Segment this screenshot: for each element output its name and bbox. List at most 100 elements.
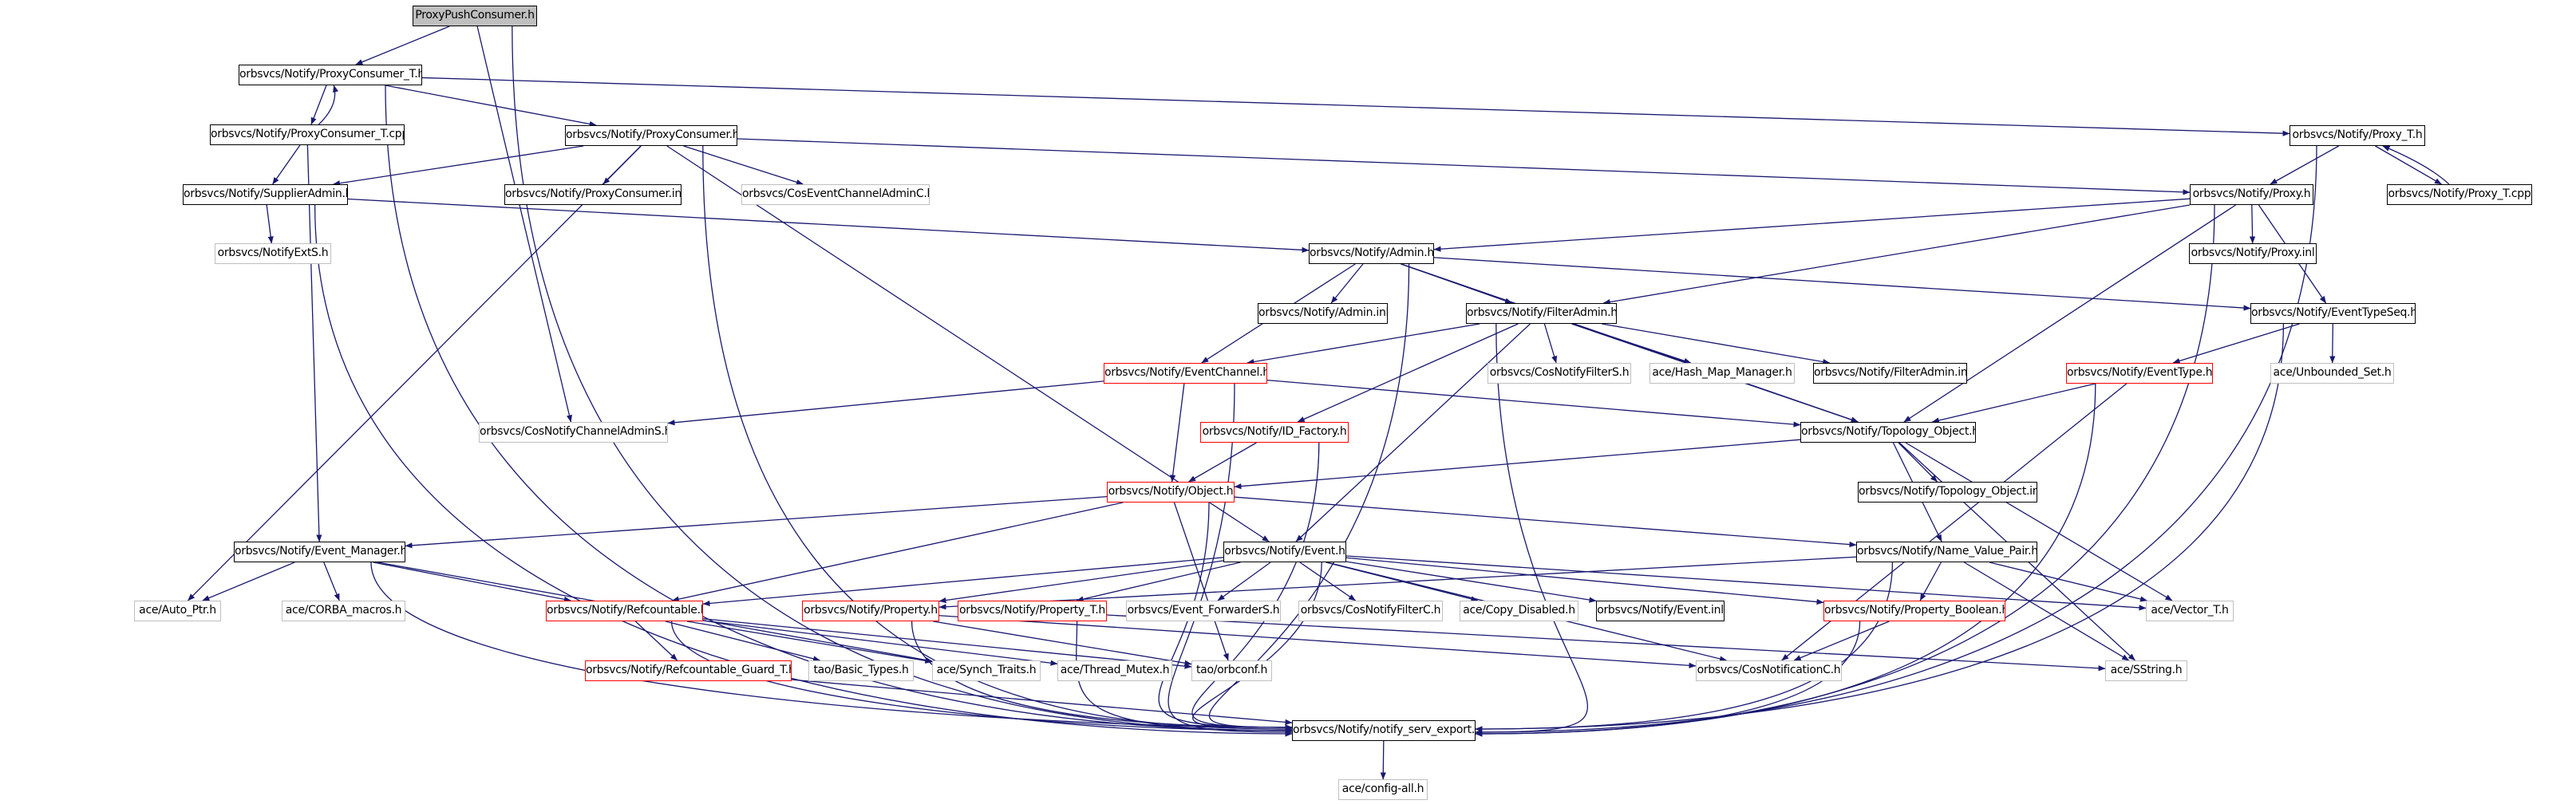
edge-fa-h-to-cnfs (1543, 323, 1558, 364)
edge-root-to-pct-h (355, 26, 450, 65)
graph-node-cnfc[interactable]: orbsvcs/CosNotifyFilterC.h (1298, 601, 1443, 621)
edge-fa-h-to-idf-h (1297, 323, 1519, 423)
edge-pct-h-to-pc-h (385, 85, 597, 127)
graph-node-proxy-h[interactable]: orbsvcs/Notify/Proxy.h (2190, 184, 2313, 205)
graph-node-label: ace/SString.h (2110, 664, 2183, 676)
edge-ec-h-to-cncas (667, 380, 1104, 426)
edge-obj-h-to-nvp-h (1234, 496, 1857, 548)
graph-node-label: orbsvcs/Notify/EventType.h (2067, 366, 2213, 379)
edge-fa-h-to-ev-h (1295, 323, 1531, 542)
graph-node-label: orbsvcs/Notify/Topology_Object.h (1801, 425, 1976, 438)
edge-sa-h-to-admin-h (347, 198, 1310, 253)
edge-ref-h-to-synch (687, 621, 933, 664)
graph-node-label: orbsvcs/Notify/Property_Boolean.h (1824, 604, 2005, 617)
graph-node-ev-h[interactable]: orbsvcs/Notify/Event.h (1223, 542, 1346, 562)
edge-proxy-h-to-topo-h (1903, 204, 2236, 423)
graph-node-uset[interactable]: ace/Unbounded_Set.h (2270, 363, 2394, 384)
graph-node-label: orbsvcs/Notify/Proxy_T.cpp (2388, 187, 2531, 200)
graph-node-obj-h[interactable]: orbsvcs/Notify/Object.h (1107, 482, 1235, 503)
edge-pt-h-to-proxy-h (2270, 145, 2340, 185)
graph-node-cnc[interactable]: orbsvcs/CosNotificationC.h (1696, 660, 1842, 681)
graph-node-propt-h[interactable]: orbsvcs/Notify/Property_T.h (958, 601, 1107, 621)
graph-node-label: orbsvcs/CosNotificationC.h (1697, 664, 1841, 676)
graph-node-corbam[interactable]: ace/CORBA_macros.h (282, 601, 405, 621)
graph-node-nvp-h[interactable]: orbsvcs/Notify/Name_Value_Pair.h (1856, 542, 2037, 562)
graph-node-nse-h[interactable]: orbsvcs/Notify/notify_serv_export.h (1292, 720, 1476, 741)
graph-node-extS[interactable]: orbsvcs/NotifyExtS.h (215, 243, 331, 264)
edge-pt-h-to-pt-cpp (2375, 145, 2442, 185)
graph-node-cfgall[interactable]: ace/config-all.h (1338, 779, 1428, 800)
graph-node-hmm[interactable]: ace/Hash_Map_Manager.h (1650, 363, 1795, 384)
edge-pt-cpp-to-pt-h (2382, 145, 2450, 185)
graph-node-et-h[interactable]: orbsvcs/Notify/EventType.h (2066, 363, 2213, 384)
edge-topo-h-to-vect (1905, 442, 2173, 601)
graph-node-autoptr[interactable]: ace/Auto_Ptr.h (134, 601, 221, 621)
edge-pct-h-to-nse-h (385, 85, 1293, 734)
graph-node-copyd[interactable]: ace/Copy_Disabled.h (1460, 601, 1578, 621)
graph-node-pct-cpp[interactable]: orbsvcs/Notify/ProxyConsumer_T.cpp (210, 124, 405, 145)
graph-node-label: orbsvcs/Notify/FilterAdmin.inl (1814, 366, 1967, 379)
graph-node-pc-inl[interactable]: orbsvcs/Notify/ProxyConsumer.inl (504, 184, 682, 205)
graph-node-label: orbsvcs/Notify/Refcountable_Guard_T.h (586, 664, 792, 676)
graph-node-pc-h[interactable]: orbsvcs/Notify/ProxyConsumer.h (565, 125, 737, 146)
graph-node-label: orbsvcs/Notify/ID_Factory.h (1202, 425, 1347, 438)
graph-node-label: ace/Thread_Mutex.h (1060, 664, 1170, 676)
graph-node-idf-h[interactable]: orbsvcs/Notify/ID_Factory.h (1200, 422, 1349, 443)
graph-node-topo-inl[interactable]: orbsvcs/Notify/Topology_Object.inl (1858, 482, 2037, 503)
edge-topo-h-to-topo-inl (1898, 442, 1938, 483)
edge-fa-h-to-hmm (1572, 323, 1692, 364)
graph-node-label: ace/config-all.h (1341, 782, 1424, 795)
edge-prop-h-to-orbconf (933, 621, 1192, 666)
edge-prop-h-to-nse-h (911, 621, 1293, 731)
graph-node-cncas[interactable]: orbsvcs/CosNotifyChannelAdminS.h (479, 422, 668, 443)
graph-node-evfs[interactable]: orbsvcs/Event_ForwarderS.h (1126, 601, 1281, 621)
graph-node-prop-h[interactable]: orbsvcs/Notify/Property.h (802, 601, 939, 621)
graph-node-fa-inl[interactable]: orbsvcs/Notify/FilterAdmin.inl (1813, 363, 1967, 384)
graph-node-thrm[interactable]: ace/Thread_Mutex.h (1057, 660, 1172, 681)
edge-pct-cpp-to-pct-h (318, 85, 339, 125)
graph-node-vect[interactable]: ace/Vector_T.h (2146, 601, 2234, 621)
graph-node-label: orbsvcs/Notify/ProxyConsumer_T.h (239, 68, 422, 81)
graph-node-sa-h[interactable]: orbsvcs/Notify/SupplierAdmin.h (183, 184, 348, 205)
graph-node-fa-h[interactable]: orbsvcs/Notify/FilterAdmin.h (1466, 303, 1617, 324)
graph-node-cnfs[interactable]: orbsvcs/CosNotifyFilterS.h (1488, 363, 1631, 384)
graph-node-cecac[interactable]: orbsvcs/CosEventChannelAdminC.h (741, 184, 930, 205)
graph-node-propb-h[interactable]: orbsvcs/Notify/Property_Boolean.h (1823, 601, 2005, 621)
graph-node-admin-inl[interactable]: orbsvcs/Notify/Admin.inl (1258, 303, 1388, 324)
graph-node-ets-h[interactable]: orbsvcs/Notify/EventTypeSeq.h (2250, 303, 2416, 324)
edge-sa-h-to-extS (266, 204, 274, 244)
edge-ec-h-to-topo-h (1266, 379, 1801, 428)
edge-et-h-to-cnc (1781, 383, 2128, 661)
graph-node-label: orbsvcs/CosEventChannelAdminC.h (742, 187, 930, 200)
graph-node-orbconf[interactable]: tao/orbconf.h (1191, 660, 1272, 681)
edge-obj-h-to-nse-h (1158, 502, 1293, 731)
graph-node-ref-h[interactable]: orbsvcs/Notify/Refcountable.h (546, 601, 703, 621)
edge-admin-h-to-ets-h (1433, 257, 2251, 311)
graph-node-topo-h[interactable]: orbsvcs/Notify/Topology_Object.h (1800, 422, 1976, 443)
graph-node-ec-h[interactable]: orbsvcs/Notify/EventChannel.h (1104, 363, 1267, 384)
graph-node-label: orbsvcs/Notify/Property.h (804, 604, 938, 617)
graph-node-ev-inl[interactable]: orbsvcs/Notify/Event.inl (1596, 601, 1725, 621)
graph-node-em-h[interactable]: orbsvcs/Notify/Event_Manager.h (234, 542, 405, 562)
edge-sa-h-to-nse-h (314, 204, 1293, 737)
graph-node-label: ace/CORBA_macros.h (285, 604, 402, 617)
graph-node-label: orbsvcs/Notify/Topology_Object.inl (1859, 485, 2037, 498)
graph-node-sstring[interactable]: ace/SString.h (2105, 660, 2187, 681)
edge-nvp-h-to-prop-h (938, 556, 1857, 610)
edge-ets-h-to-nse-h (1475, 323, 2285, 732)
graph-node-admin-h[interactable]: orbsvcs/Notify/Admin.h (1309, 243, 1434, 264)
graph-node-pt-h[interactable]: orbsvcs/Notify/Proxy_T.h (2290, 125, 2425, 146)
edge-proxy-h-to-admin-h (1433, 198, 2191, 252)
graph-node-label: orbsvcs/NotifyExtS.h (217, 246, 329, 259)
graph-node-synch[interactable]: ace/Synch_Traits.h (932, 660, 1041, 681)
graph-node-refg-h[interactable]: orbsvcs/Notify/Refcountable_Guard_T.h (585, 660, 792, 681)
edge-ref-h-to-refg-h (634, 621, 678, 661)
graph-node-pct-h[interactable]: orbsvcs/Notify/ProxyConsumer_T.h (239, 65, 422, 85)
edge-nvp-h-to-propb-h (1919, 562, 1942, 601)
graph-node-root[interactable]: ProxyPushConsumer.h (413, 6, 537, 26)
graph-node-label: orbsvcs/Notify/Proxy.h (2192, 187, 2311, 200)
graph-node-proxy-inl[interactable]: orbsvcs/Notify/Proxy.inl (2189, 243, 2317, 264)
graph-node-basict[interactable]: tao/Basic_Types.h (808, 660, 914, 681)
graph-node-pt-cpp[interactable]: orbsvcs/Notify/Proxy_T.cpp (2387, 184, 2532, 205)
